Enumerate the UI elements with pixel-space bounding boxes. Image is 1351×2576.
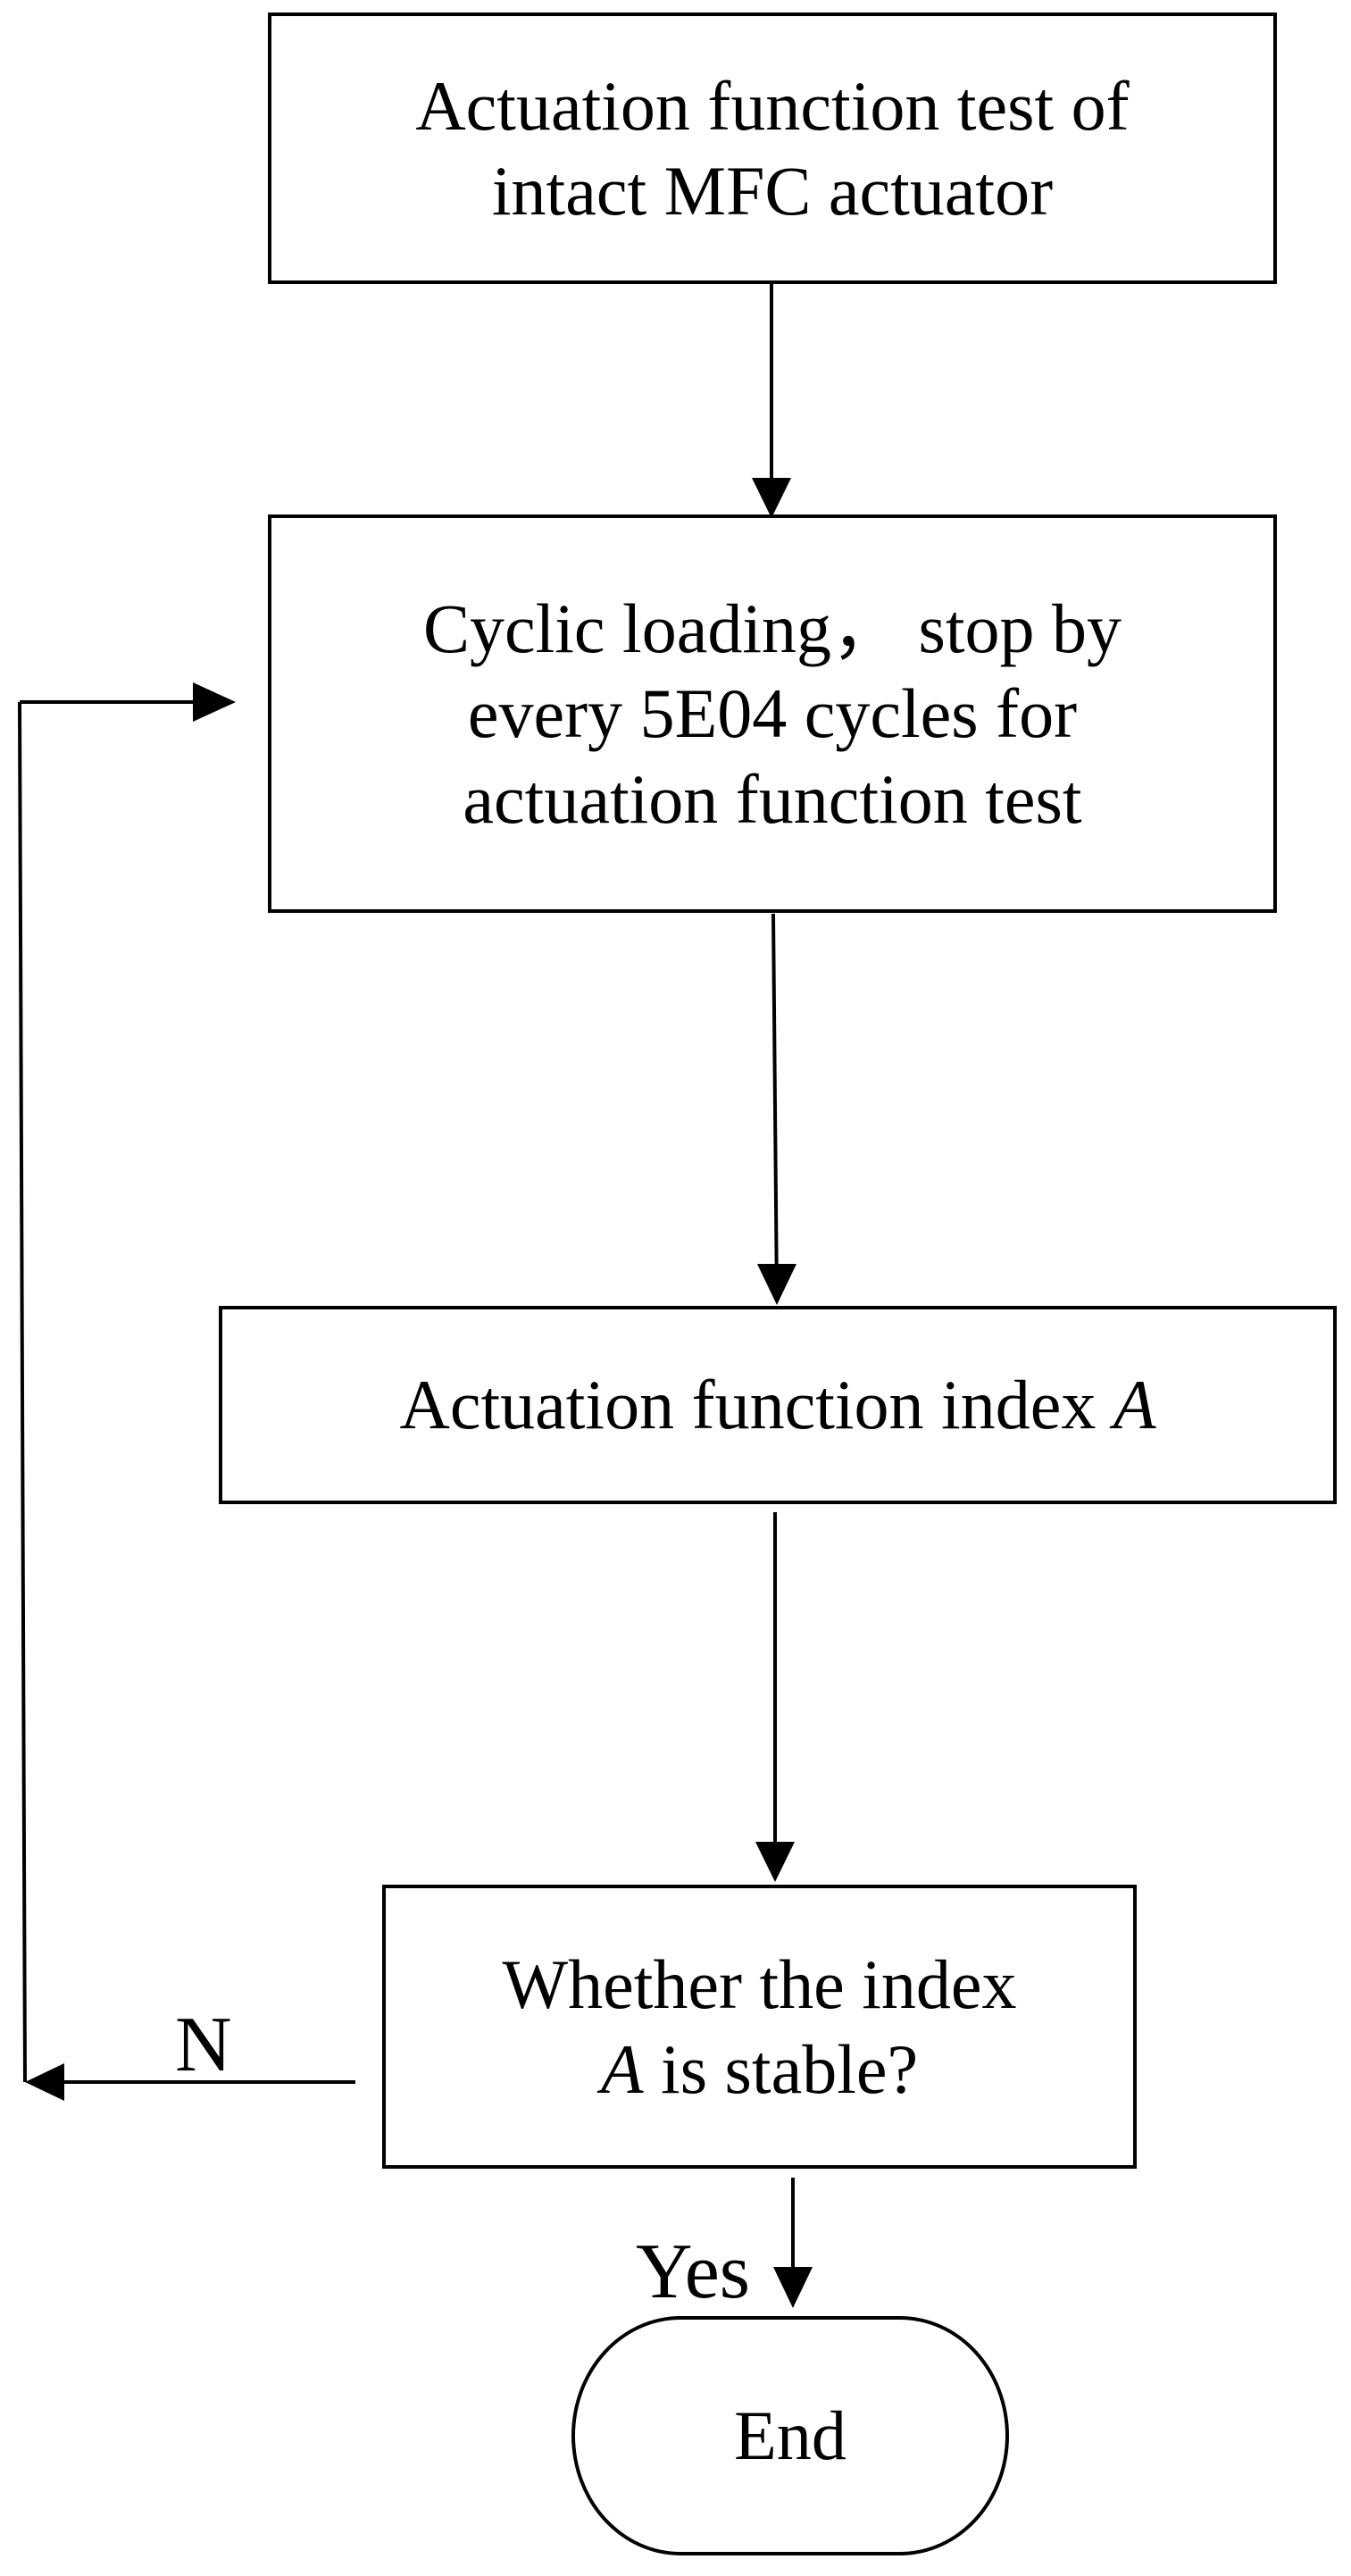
node-cyclic-loading-line3: actuation function test [463,759,1082,838]
edge-label-yes: Yes [636,2229,751,2315]
node-end-label: End [734,2396,846,2474]
arrowhead-decision-no [25,2063,64,2101]
node-cyclic-loading: Cyclic loading， stop by every 5E04 cycle… [268,514,1277,913]
node-actuation-test-intact-line2: intact MFC actuator [491,152,1054,230]
node-decision-symbol: A [600,2030,644,2108]
arrowhead-index-to-decision [755,1842,795,1882]
arrowhead-cyclic-to-index [757,1264,796,1305]
arrowhead-loop-to-cyclic [193,682,236,722]
node-decision-line2: A is stable? [601,2027,918,2112]
node-actuation-index-symbol: A [1113,1366,1156,1444]
node-actuation-index-label: Actuation function index [399,1366,1113,1444]
arrowhead-decision-yes [773,2267,813,2308]
loop-back-vertical [18,701,27,2083]
edge-label-no: N [175,2002,232,2088]
node-actuation-index-text: Actuation function index A [400,1362,1156,1447]
node-decision-line1: Whether the index [502,1945,1017,2023]
node-end-terminal: End [571,2316,1009,2555]
arrow-cyclic-to-index [771,913,779,1301]
node-cyclic-loading-line1: Cyclic loading， stop by [422,590,1122,668]
arrowhead-test-to-cyclic [752,478,791,518]
node-decision-stable: Whether the index A is stable? [382,1885,1137,2169]
node-cyclic-loading-line2: every 5E04 cycles for [467,674,1078,753]
node-actuation-test-intact-line1: Actuation function test of [415,66,1130,145]
node-actuation-test-intact: Actuation function test of intact MFC ac… [268,13,1277,284]
node-actuation-index: Actuation function index A [219,1306,1337,1504]
node-decision-line2-rest: is stable? [643,2030,919,2108]
